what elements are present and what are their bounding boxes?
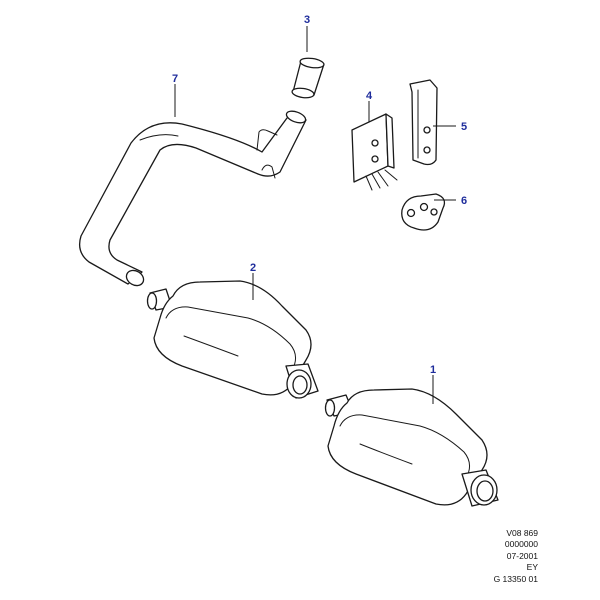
callout-7: 7: [172, 73, 178, 85]
bracket: [351, 113, 398, 191]
mounting-plate: [401, 193, 446, 231]
reference-line: EY: [526, 562, 538, 573]
reference-line: 0000000: [504, 539, 538, 550]
front-muffler: [146, 280, 319, 399]
rear-muffler: [324, 388, 499, 507]
reference-line: G 13350 01: [493, 573, 538, 584]
callout-2: 2: [250, 262, 256, 274]
callout-1: 1: [430, 364, 436, 376]
hanger-bracket: [409, 79, 438, 166]
callout-4: 4: [366, 90, 373, 102]
reference-block: V08 869 0000000 07-2001 EY G 13350 01: [494, 528, 538, 585]
callout-3: 3: [304, 14, 310, 26]
sleeve: [291, 57, 325, 99]
callout-5: 5: [461, 121, 467, 133]
intermediate-pipe: [78, 110, 307, 287]
reference-line: V08 869: [506, 528, 538, 538]
callout-6: 6: [461, 195, 467, 207]
reference-line: 07-2001: [506, 550, 538, 561]
